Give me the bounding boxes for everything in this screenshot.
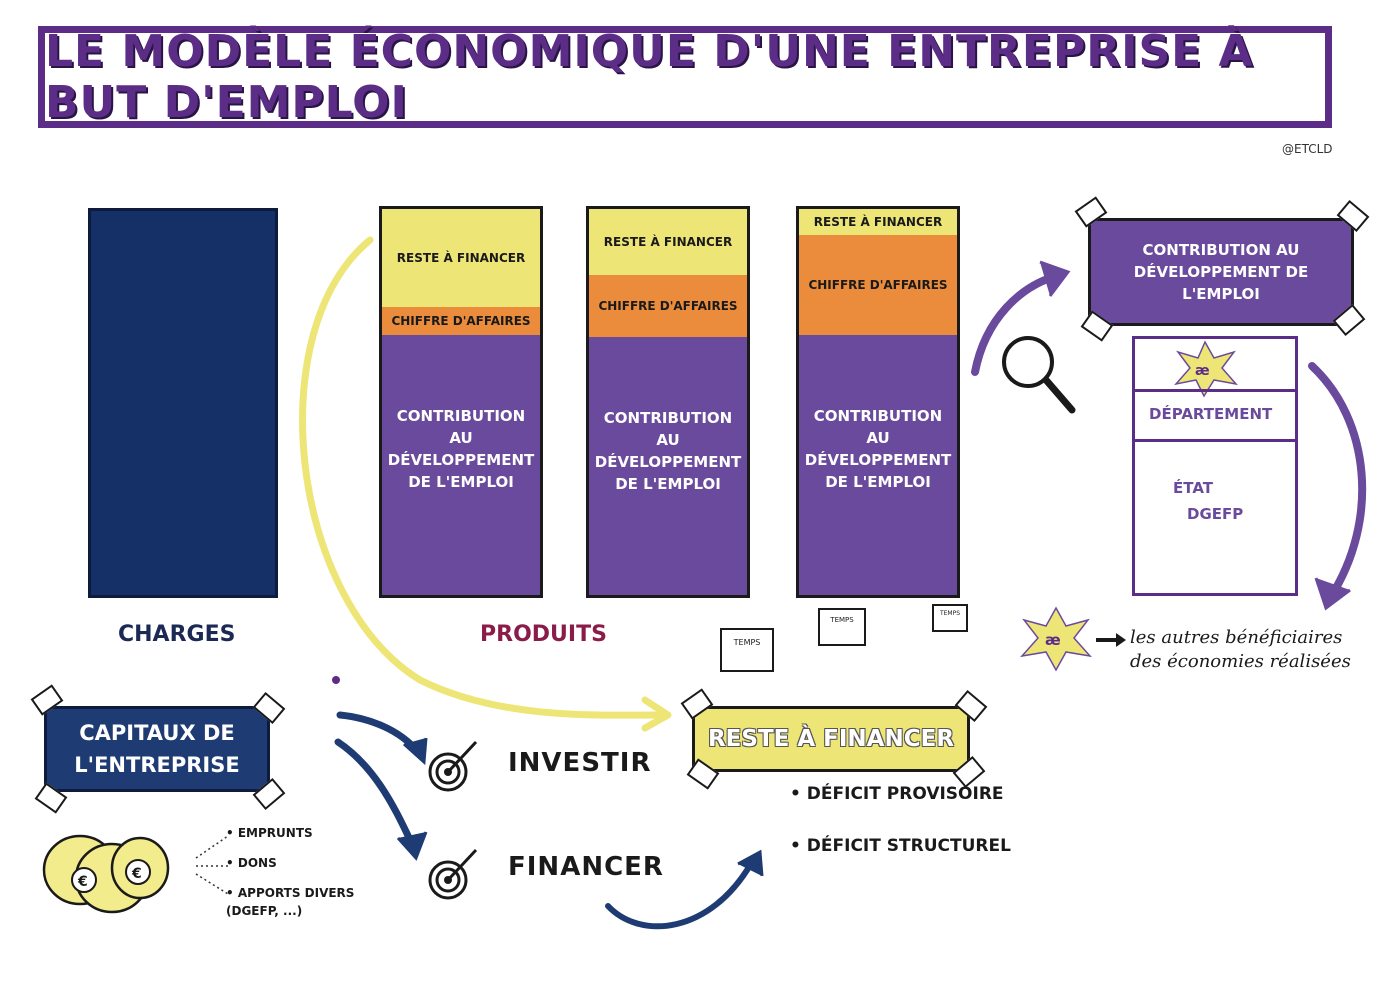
reste-segment: Reste à financer — [589, 209, 747, 275]
navy-arrow-to-deficit — [605, 859, 755, 930]
dgefp-label: DGEFP — [1187, 505, 1244, 523]
departement-label: Département — [1149, 405, 1273, 423]
reste-segment: Reste à financer — [382, 209, 540, 307]
star-badge-icon-table: æ — [1173, 340, 1238, 398]
yellow-arrowhead — [641, 696, 672, 732]
navy-arrowhead-financer — [396, 831, 428, 861]
calendar-icon: Temps — [720, 628, 774, 672]
deficit-provisoire: • Déficit provisoire — [790, 784, 1004, 804]
star-badge-icon-legend: æ — [1020, 606, 1126, 672]
navy-arrowhead-deficit — [737, 849, 764, 877]
target-icon-financer — [428, 848, 478, 900]
navy-arrowhead-investir — [402, 737, 428, 766]
calendar-label: Temps — [830, 616, 854, 624]
money-bags-icon: € € — [42, 834, 170, 914]
beneficiaires-text: les autres bénéficiaires des économies r… — [1130, 626, 1351, 674]
title-frame: Le modèle économique d'une entreprise à … — [38, 26, 1332, 128]
svg-text:€: € — [131, 866, 142, 882]
list-item: • Emprunts — [226, 826, 313, 840]
product-bar-3: Reste à financer Chiffre d'affaires Cont… — [796, 206, 960, 598]
beneficiaires-line2: des économies réalisées — [1130, 651, 1351, 672]
credit-text: @ETCLD — [1282, 142, 1333, 156]
chiffre-segment: Chiffre d'affaires — [799, 235, 957, 335]
investir-label: Investir — [508, 748, 652, 778]
purple-arrowhead-up — [1039, 260, 1071, 297]
calendar-icon: Temps — [818, 608, 866, 646]
financer-table: Département État DGEFP — [1132, 336, 1298, 596]
reste-segment: Reste à financer — [799, 209, 957, 235]
yellow-curve-arrow — [299, 236, 664, 719]
purple-arrowhead-down — [1314, 577, 1351, 611]
reste-box-label: Reste à financer — [707, 726, 955, 752]
product-bar-2: Reste à financer Chiffre d'affaires Cont… — [586, 206, 750, 598]
capitaux-label: Capitaux de l'entreprise — [74, 721, 240, 777]
contribution-segment: Contribution au développement de l'emplo… — [589, 337, 747, 595]
dotted-line-3 — [195, 873, 229, 895]
target-icon-investir — [428, 740, 478, 792]
svg-text:æ: æ — [1045, 631, 1061, 649]
contribution-box: Contribution au développement de l'emplo… — [1088, 218, 1354, 326]
navy-dot — [332, 676, 340, 684]
magnifier-icon — [1002, 336, 1076, 414]
table-divider — [1135, 439, 1295, 442]
beneficiaires-line1: les autres bénéficiaires — [1130, 627, 1343, 648]
list-item: • Dons — [226, 856, 277, 870]
produits-label: Produits — [480, 622, 607, 647]
calendar-icon: Temps — [932, 604, 968, 632]
product-bar-1: Reste à financer Chiffre d'affaires Cont… — [379, 206, 543, 598]
dotted-line-1 — [195, 835, 229, 859]
chiffre-segment: Chiffre d'affaires — [589, 275, 747, 337]
page-title: Le modèle économique d'une entreprise à … — [45, 26, 1254, 128]
chiffre-segment: Chiffre d'affaires — [382, 307, 540, 335]
charges-bar — [88, 208, 278, 598]
reste-box: Reste à financer — [692, 706, 970, 772]
charges-label: Charges — [118, 622, 236, 647]
financer-label: Financer — [508, 852, 664, 882]
svg-text:€: € — [77, 874, 88, 890]
deficit-structurel: • Déficit structurel — [790, 836, 1011, 856]
list-item: • Apports divers(DGEFP, ...) — [226, 886, 355, 918]
capitaux-box: Capitaux de l'entreprise — [44, 706, 270, 792]
table-divider — [1135, 389, 1295, 392]
svg-text:æ: æ — [1195, 363, 1210, 379]
capitaux-list: • Emprunts • Dons • Apports divers(DGEFP… — [226, 818, 354, 920]
contribution-box-label: Contribution au développement de l'emplo… — [1133, 241, 1309, 303]
purple-arrow-down — [1308, 362, 1367, 602]
calendar-label: Temps — [733, 638, 761, 647]
calendar-label: Temps — [939, 610, 961, 617]
contribution-segment: Contribution au développement de l'emplo… — [382, 335, 540, 595]
contribution-segment: Contribution au développement de l'emplo… — [799, 335, 957, 595]
etat-label: État — [1173, 479, 1213, 497]
